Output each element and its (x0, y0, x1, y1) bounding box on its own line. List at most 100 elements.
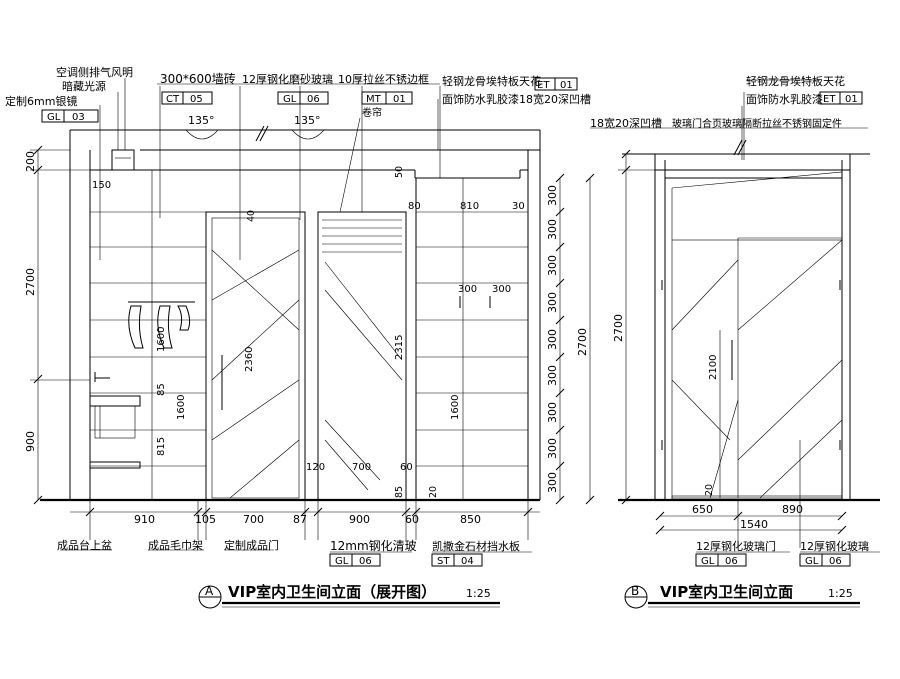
tile-grid-right (416, 178, 528, 500)
code-ct-05: CT (166, 94, 180, 105)
dim-right-3: 300 (546, 255, 559, 276)
dim-150: 150 (92, 180, 111, 191)
label-frosted-glass: 12厚钢化磨砂玻璃 (242, 72, 333, 86)
label-steel-frame: 10厚拉丝不锈边框 (338, 72, 429, 86)
dim-right-5: 300 (546, 329, 559, 350)
dim-b-2100: 2100 (708, 355, 719, 380)
dim-bottom-850: 850 (460, 513, 481, 526)
code-b-gl-06-1-num: 06 (725, 556, 738, 567)
code-et-01-a-num: 01 (560, 80, 573, 91)
dim-right-6: 300 (546, 365, 559, 386)
code-et-01-a: ET (537, 80, 550, 91)
label-paint-groove: 面饰防水乳胶漆18宽20深凹槽 (442, 92, 591, 106)
dim-80: 80 (408, 201, 421, 212)
dim-right-7: 300 (546, 402, 559, 423)
label-glass-door-b: 12厚钢化玻璃门 (696, 539, 776, 553)
dim-300b: 300 (492, 284, 511, 295)
label-towel: 成品毛巾架 (148, 538, 203, 552)
dim-right-4: 300 (546, 292, 559, 313)
code-st-04: ST (437, 556, 450, 567)
label-glass-b: 12厚钢化玻璃 (800, 539, 869, 553)
dims-right-a (555, 173, 595, 505)
basin-cabinet (89, 372, 141, 469)
label-ceiling-b: 轻钢龙骨埃特板天花 (746, 74, 845, 88)
code-gl-06-bottom: GL (335, 556, 349, 567)
code-tag-b-bottom-2 (799, 553, 851, 567)
label-exhaust: 空调侧排气风明 (56, 65, 133, 79)
dim-810: 810 (460, 201, 479, 212)
code-tag-b-top (819, 91, 863, 105)
code-b-gl-06-1: GL (701, 556, 715, 567)
view-b-scale: 1:25 (828, 587, 853, 600)
dim-left-200: 200 (24, 151, 37, 172)
towel-rack (128, 301, 195, 349)
angle-2: 135° (294, 114, 321, 127)
dim-2315: 2315 (394, 335, 405, 360)
dim-30: 30 (512, 201, 525, 212)
dim-right-8: 300 (546, 438, 559, 459)
dim-right-1: 300 (546, 185, 559, 206)
code-b-gl-06-2-num: 06 (829, 556, 842, 567)
view-a-title: VIP室内卫生间立面（展开图） (228, 583, 436, 601)
dim-1600b: 1600 (450, 395, 461, 420)
dim-1600c: 1600 (176, 395, 187, 420)
code-b-gl-06-2: GL (805, 556, 819, 567)
label-paint-b: 面饰防水乳胶漆 (746, 92, 823, 106)
label-tile: 300*600墙砖 (160, 71, 236, 86)
code-tags-bottom-a (60, 549, 532, 567)
view-b-title: VIP室内卫生间立面 (660, 583, 793, 601)
dims-left-a (30, 145, 90, 505)
dim-left-900: 900 (24, 431, 37, 452)
code-gl-06-top-num: 06 (307, 94, 320, 105)
code-gl-03: GL (47, 112, 61, 123)
dim-20: 20 (428, 486, 439, 498)
view-a-tag: A (205, 584, 214, 598)
dim-815: 815 (156, 437, 167, 456)
dim-right-total: 2700 (576, 328, 589, 356)
label-basin: 成品台上盆 (57, 538, 112, 552)
dim-left-2700: 2700 (24, 268, 37, 296)
code-ct-05-num: 05 (190, 94, 203, 105)
dim-120: 120 (306, 462, 325, 473)
code-et-01-b: ET (823, 94, 836, 105)
dim-bottom-87: 87 (293, 513, 307, 526)
dim-1600a: 1600 (156, 327, 167, 352)
label-hidden-light: 暗藏光源 (62, 79, 106, 93)
dim-b-2700: 2700 (612, 314, 625, 342)
dim-60a: 60 (400, 462, 413, 473)
dim-bottom-700: 700 (243, 513, 264, 526)
dims-bottom-a (70, 500, 540, 540)
dim-bottom-60: 60 (405, 513, 419, 526)
frosted-glass-door (205, 211, 306, 501)
label-ceiling-a: 轻钢龙骨埃特板天花 (442, 74, 541, 88)
dim-50: 50 (394, 166, 405, 178)
code-mt-01-num: 01 (393, 94, 406, 105)
angle-1: 135° (188, 114, 215, 127)
label-door: 定制成品门 (224, 538, 279, 552)
code-mt-01: MT (366, 94, 382, 105)
label-glass-fix: 玻璃门合页玻璃隔断拉丝不锈钢固定件 (672, 117, 842, 130)
dim-85a: 85 (156, 383, 167, 396)
leaders-top-a (99, 78, 441, 260)
dim-40: 40 (246, 210, 257, 222)
dim-right-9: 300 (546, 472, 559, 493)
tile-grid-left (90, 170, 305, 500)
dim-bottom-910: 910 (134, 513, 155, 526)
code-tag-b-bottom-1 (695, 553, 747, 567)
code-et-01-b-num: 01 (845, 94, 858, 105)
dim-right-2: 300 (546, 219, 559, 240)
label-stone: 凯撒金石材挡水板 (432, 539, 520, 553)
code-tags-top-a (41, 77, 578, 123)
dim-85b: 85 (394, 486, 405, 498)
dim-2360: 2360 (244, 347, 255, 372)
code-gl-06-bottom-num: 06 (359, 556, 372, 567)
code-st-04-num: 04 (461, 556, 474, 567)
dim-700b: 700 (352, 462, 371, 473)
view-a (30, 77, 595, 609)
view-b-tag: B (631, 584, 639, 598)
dim-bottom-900: 900 (349, 513, 370, 526)
view-a-scale: 1:25 (466, 587, 491, 600)
dim-b-650: 650 (692, 503, 713, 516)
